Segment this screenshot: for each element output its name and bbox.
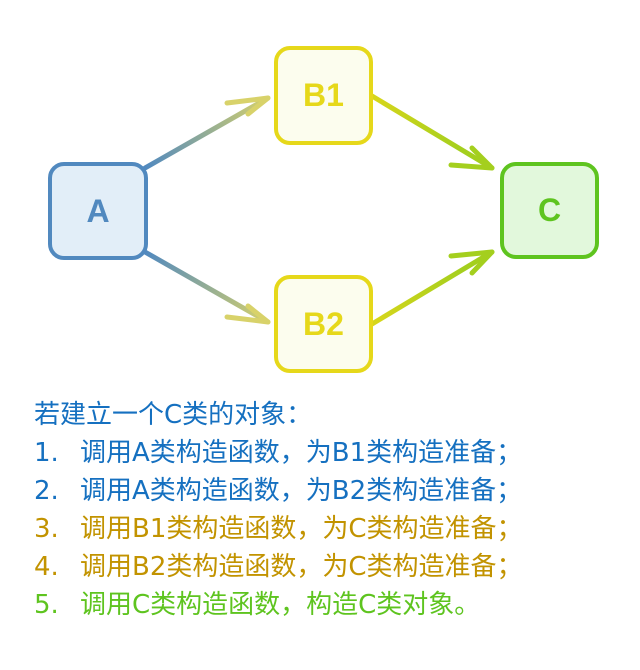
notes-title: 若建立一个C类的对象：	[34, 400, 313, 430]
node-b1: B1	[274, 46, 373, 145]
step-text: 调用A类构造函数，为B2类构造准备；	[80, 476, 523, 506]
node-c: C	[500, 162, 599, 259]
step-3: 3. 调用B1类构造函数，为C类构造准备；	[34, 510, 523, 548]
step-number: 5.	[34, 590, 59, 620]
step-2: 2. 调用A类构造函数，为B2类构造准备；	[34, 472, 523, 510]
step-number: 1.	[34, 438, 59, 468]
step-4: 4. 调用B2类构造函数，为C类构造准备；	[34, 548, 523, 586]
edge-a-b1	[142, 95, 271, 171]
step-1: 1. 调用A类构造函数，为B1类构造准备；	[34, 434, 523, 472]
construction-notes: 若建立一个C类的对象： 1. 调用A类构造函数，为B1类构造准备； 2. 调用A类构…	[34, 396, 523, 624]
step-text: 调用B2类构造函数，为C类构造准备；	[80, 552, 523, 582]
step-number: 2.	[34, 476, 59, 506]
step-number: 4.	[34, 552, 59, 582]
step-text: 调用B1类构造函数，为C类构造准备；	[80, 514, 523, 544]
node-b2-label: B2	[303, 305, 344, 342]
node-b1-label: B1	[303, 77, 344, 113]
edge-b1-c	[369, 93, 495, 171]
node-c-label: C	[537, 192, 562, 228]
node-a-label: A	[86, 192, 110, 229]
edges-layer	[142, 93, 495, 327]
step-number: 3.	[34, 514, 59, 544]
edge-a-b2	[142, 249, 271, 325]
step-text: 调用A类构造函数，为B1类构造准备；	[80, 438, 523, 468]
step-5: 5. 调用C类构造函数，构造C类对象。	[34, 586, 523, 624]
step-text: 调用C类构造函数，构造C类对象。	[80, 590, 481, 620]
node-a: A	[48, 162, 148, 260]
edge-b2-c	[369, 249, 495, 327]
node-b2: B2	[274, 275, 373, 373]
